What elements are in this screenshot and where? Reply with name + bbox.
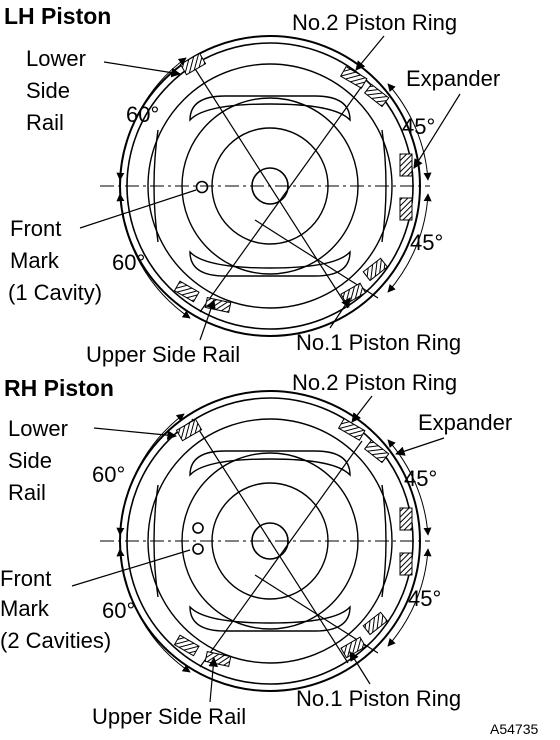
rh-piston-title: RH Piston: [4, 375, 114, 401]
rh-no2-ring-label: No.2 Piston Ring: [292, 370, 457, 395]
lh-front-mark-label-2: Mark: [10, 248, 60, 273]
lh-no1-ring-leader: [329, 297, 351, 329]
lh-no1-ring-label: No.1 Piston Ring: [296, 330, 461, 355]
lh-no2-ring-leader: [355, 35, 385, 71]
rh-angle-right-upper: 45°: [404, 466, 437, 491]
rh-lower-rail-label-3: Rail: [8, 480, 46, 505]
rh-front-mark-label-3: (2 Cavities): [0, 628, 111, 653]
rh-diagonal-line-a: [191, 418, 349, 664]
rh-lower-rail-label-1: Lower: [8, 416, 68, 441]
lh-diagonal-line-a: [191, 63, 349, 309]
lh-front-mark-label-1: Front: [10, 216, 61, 241]
lh-angle-right-upper: 45°: [402, 114, 435, 139]
lh-upper-rail-leader: [199, 299, 216, 341]
rh-angle-left-lower: 60°: [102, 598, 135, 623]
rh-arc-left-upper: [116, 413, 185, 536]
lh-lower-rail-label-3: Rail: [26, 110, 64, 135]
lh-upper-rail-label: Upper Side Rail: [86, 342, 240, 367]
rh-angle-arcs: [116, 413, 432, 673]
rh-piston-crown: [147, 418, 393, 664]
lh-arc-right-upper: [387, 83, 432, 181]
rh-piston-diagram: RH Piston: [0, 370, 512, 729]
rh-front-mark-cavity-1: [192, 522, 204, 534]
lh-angle-left-upper: 60°: [126, 102, 159, 127]
rh-front-mark-leader: [71, 549, 191, 587]
rh-angle-right-lower: 45°: [408, 586, 441, 611]
lh-lower-rail-gap: [179, 52, 207, 76]
rh-no2-ring-gap: [337, 417, 366, 441]
lh-front-mark-cavity: [195, 180, 209, 194]
lh-upper-rail-gap-a: [173, 280, 200, 303]
lh-piston-crown: [147, 63, 393, 309]
lh-expander-gap-top: [363, 83, 390, 108]
rh-expander-label: Expander: [418, 410, 512, 435]
rh-expander-gap-right-low: [399, 552, 413, 576]
lh-expander-gap-bottom: [362, 257, 389, 282]
rh-arc-right-upper: [387, 439, 432, 536]
lh-front-mark-label-3: (1 Cavity): [8, 280, 102, 305]
lh-no2-ring-label: No.2 Piston Ring: [292, 10, 457, 35]
lh-angle-right-lower: 45°: [410, 230, 443, 255]
figure-code: A54735: [490, 721, 538, 737]
rh-arc-left-lower: [116, 548, 191, 673]
rh-front-mark-label-2: Mark: [0, 596, 50, 621]
rh-no1-ring-leader: [349, 651, 371, 685]
rh-valve-recess-bottom: [189, 605, 351, 632]
rh-arc-right-lower: [387, 548, 432, 647]
rh-no1-ring-label: No.1 Piston Ring: [296, 686, 461, 711]
rh-expander-gap-bottom: [362, 611, 389, 636]
rh-lower-rail-label-2: Side: [8, 448, 52, 473]
rh-lower-rail-gap: [175, 418, 203, 442]
rh-upper-rail-leader: [208, 657, 218, 703]
rh-expander-gap-right: [399, 507, 413, 531]
lh-expander-gap-right: [399, 153, 413, 177]
rh-piston-body: [100, 390, 430, 692]
rh-front-mark-cavity-2: [192, 543, 204, 555]
lh-piston-diagram: LH Piston: [4, 3, 500, 367]
lh-valve-recess-bottom: [189, 250, 351, 277]
rh-upper-rail-gap-b: [204, 651, 232, 667]
lh-front-mark-leader: [79, 189, 197, 229]
lh-no2-ring-gap: [339, 65, 368, 89]
rh-angle-left-upper: 60°: [92, 462, 125, 487]
lh-expander-gap-right-low: [399, 197, 413, 221]
lh-diagonal-line-b: [199, 85, 363, 313]
rh-lower-rail-leader: [93, 427, 177, 440]
rh-expander-gap-top: [363, 439, 390, 464]
lh-no1-ring-gap: [340, 282, 367, 305]
rh-no2-ring-leader: [351, 395, 373, 423]
rh-expander-leader: [395, 437, 445, 456]
rh-front-mark-label-1: Front: [0, 566, 51, 591]
rh-diagonal-line-b: [199, 440, 363, 668]
rh-upper-rail-label: Upper Side Rail: [92, 704, 246, 729]
lh-lower-rail-label-1: Lower: [26, 46, 86, 71]
rh-no1-ring-gap: [340, 636, 367, 659]
lh-expander-label: Expander: [406, 66, 500, 91]
lh-piston-body: [100, 35, 430, 337]
lh-arc-left-lower: [116, 193, 191, 319]
lh-arc-right-lower: [387, 193, 432, 293]
lh-lower-rail-leader: [103, 61, 181, 78]
lh-piston-title: LH Piston: [4, 3, 111, 29]
lh-lower-rail-label-2: Side: [26, 78, 70, 103]
lh-expander-leader: [413, 93, 461, 169]
lh-valve-recess-top: [189, 95, 351, 122]
lh-angle-left-lower: 60°: [112, 250, 145, 275]
rh-valve-recess-top: [189, 450, 351, 477]
